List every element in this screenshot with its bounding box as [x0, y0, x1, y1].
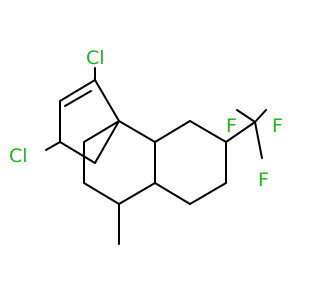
bond	[83, 182, 120, 205]
bond-cl	[45, 141, 61, 151]
bond	[59, 141, 96, 164]
bond-double-inner	[64, 90, 92, 107]
bond-cf	[254, 121, 263, 159]
atom-label-cl: Cl	[9, 145, 28, 167]
bond-cf3	[225, 121, 256, 143]
bond	[189, 120, 227, 143]
atom-label-f: F	[258, 169, 269, 191]
bond	[154, 120, 191, 143]
bond-cf	[236, 109, 256, 123]
structure-canvas: Cl Cl F F F	[9, 47, 283, 245]
atom-label-f: F	[226, 115, 237, 137]
bond	[189, 182, 227, 205]
bond	[118, 120, 156, 143]
molecule-drawing: Cl Cl F F F	[9, 47, 283, 245]
bond	[59, 79, 96, 102]
bond	[118, 182, 156, 205]
bond	[154, 182, 191, 205]
bond	[83, 120, 120, 143]
bond	[94, 79, 120, 122]
atom-label-f: F	[272, 115, 283, 137]
atom-label-cl: Cl	[86, 47, 105, 69]
bond-cf	[254, 109, 267, 123]
bond	[94, 120, 120, 164]
